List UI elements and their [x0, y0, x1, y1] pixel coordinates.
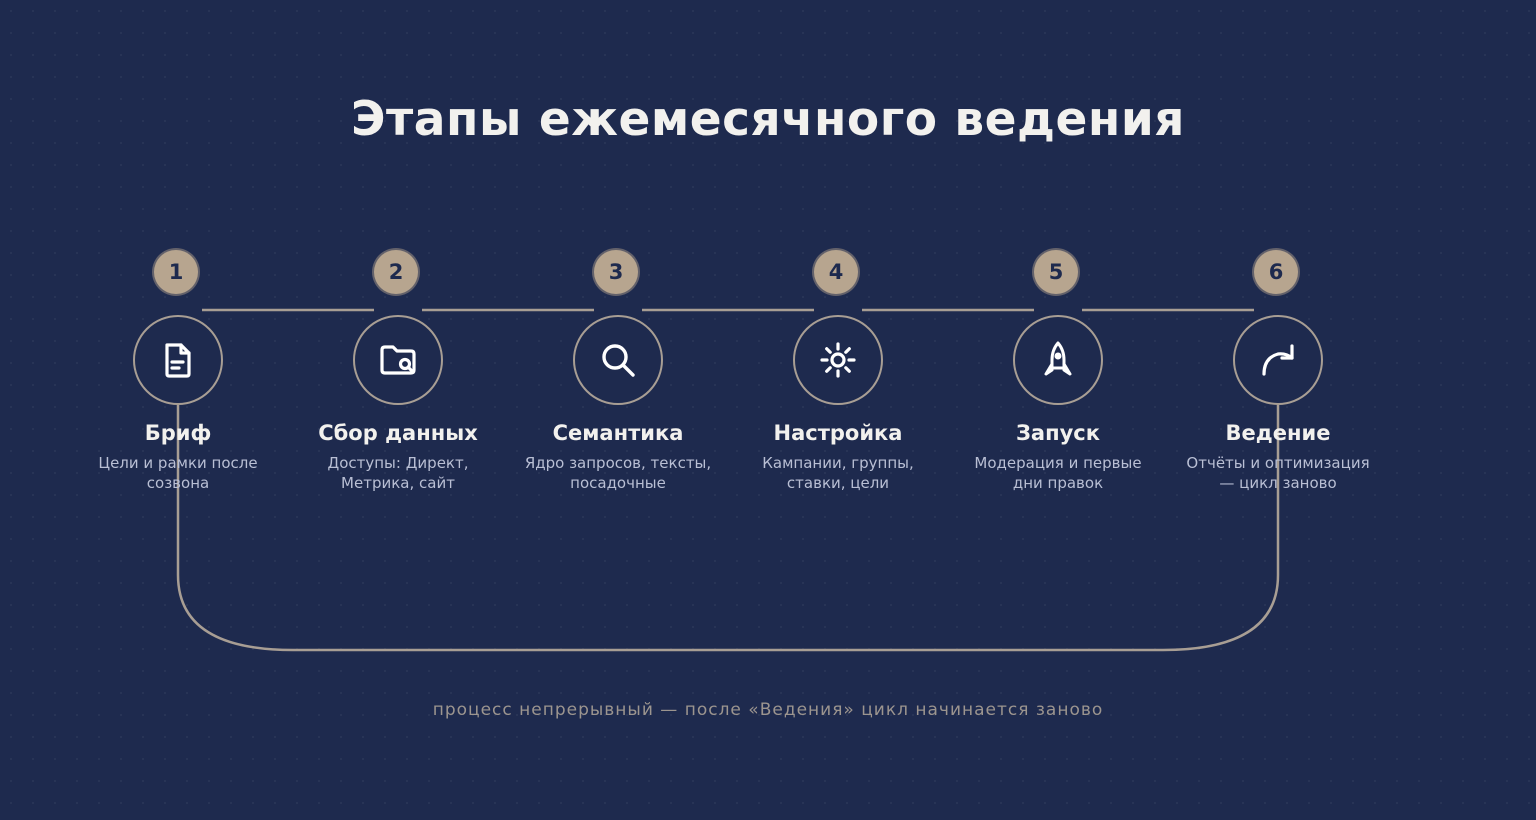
step-description: Доступы: Директ, Метрика, сайт — [288, 453, 508, 493]
step-description-line: Ядро запросов, тексты, — [524, 454, 712, 472]
step-icon-circle — [133, 315, 223, 405]
step-title: Настройка — [773, 421, 903, 445]
step-description: Ядро запросов, тексты, посадочные — [508, 453, 728, 493]
step-description-line: Отчёты и оптимизация — [1186, 454, 1370, 472]
step-icon-circle — [353, 315, 443, 405]
step-number-badge: 2 — [374, 250, 418, 294]
footer-note: процесс непрерывный — после «Ведения» ци… — [432, 700, 1104, 720]
cycle-arrow-icon — [1262, 344, 1294, 376]
step-description: Кампании, группы, ставки, цели — [728, 453, 948, 493]
step-description-line: созвона — [146, 474, 210, 492]
folder-search-icon — [380, 345, 416, 375]
document-icon — [165, 343, 191, 378]
step-description-line: Метрика, сайт — [341, 474, 455, 492]
step-icon-circle — [793, 315, 883, 405]
step-description-line: дни правок — [1012, 474, 1104, 492]
step-icon-circle — [1013, 315, 1103, 405]
step-description-line: Доступы: Директ, — [327, 454, 469, 472]
step-number-badge: 1 — [154, 250, 198, 294]
step-title: Сбор данных — [318, 421, 478, 445]
rocket-icon — [1044, 341, 1072, 376]
step-number-badge: 6 — [1254, 250, 1298, 294]
step-description: Цели и рамки после созвона — [68, 453, 288, 493]
step-description: Модерация и первые дни правок — [948, 453, 1168, 493]
step-title: Ведение — [1225, 421, 1331, 445]
step-description-line: посадочные — [570, 474, 666, 492]
step-description-line: Цели и рамки после — [98, 454, 258, 472]
step-description-line: Модерация и первые — [974, 454, 1142, 472]
step-description-line: — цикл заново — [1219, 474, 1337, 492]
step-number-badge: 4 — [814, 250, 858, 294]
step-description: Отчёты и оптимизация — цикл заново — [1168, 453, 1388, 493]
step-description-line: Кампании, группы, — [762, 454, 914, 472]
step-title: Запуск — [1016, 421, 1100, 445]
step-icon-circle — [1233, 315, 1323, 405]
step-number-badge: 3 — [594, 250, 638, 294]
step-number-badge: 5 — [1034, 250, 1078, 294]
gear-icon — [820, 342, 856, 378]
step-icon-circle — [573, 315, 663, 405]
step-title: Бриф — [144, 421, 212, 445]
step-title: Семантика — [552, 421, 684, 445]
loop-back-connector — [176, 405, 1280, 652]
step-description-line: ставки, цели — [786, 474, 890, 492]
search-icon — [602, 344, 635, 377]
page-title: Этапы ежемесячного ведения — [351, 92, 1185, 147]
